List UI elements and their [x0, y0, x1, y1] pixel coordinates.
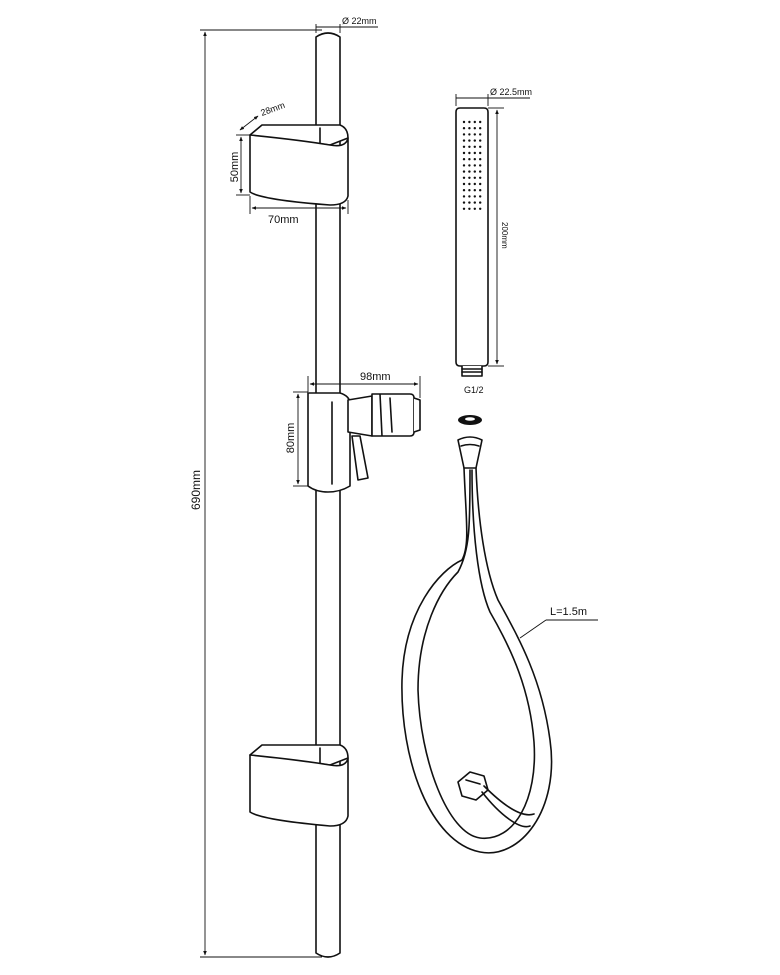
nozzle-dot [473, 201, 476, 204]
top-wall-bracket [249, 124, 349, 206]
shower-hose [401, 436, 553, 854]
nozzle-dot [473, 207, 476, 210]
nozzle-dot [468, 195, 471, 198]
nozzle-dot [462, 176, 466, 179]
nozzle-dot [462, 195, 466, 198]
nozzle-dot [468, 139, 471, 142]
nozzle-dot [468, 145, 471, 148]
bracket-height-label: 50mm [229, 152, 241, 183]
nozzle-dot [468, 151, 471, 155]
nozzle-dot [468, 120, 471, 124]
nozzle-dot [462, 120, 466, 124]
nozzle-dot [462, 201, 466, 204]
nozzle-dot [468, 133, 471, 136]
nozzle-dot [468, 189, 471, 192]
nozzle-dot [473, 151, 476, 155]
holder-dimensions: 98mm 80mm [285, 371, 421, 487]
nozzle-dot [468, 176, 471, 179]
nozzle-dot [479, 182, 482, 186]
bracket-depth-label: 28mm [259, 100, 286, 118]
thread-label: G1/2 [464, 385, 484, 395]
nozzle-dot [462, 207, 466, 210]
hand-shower-diameter-label: Ø 22.5mm [490, 87, 532, 97]
nozzle-dot [479, 176, 482, 179]
nozzle-dot [479, 139, 482, 142]
nozzle-dot [468, 201, 471, 204]
nozzle-dot [473, 189, 476, 192]
nozzle-dot [462, 151, 466, 155]
washer [458, 415, 482, 425]
nozzle-dot [473, 158, 476, 161]
nozzle-dot [468, 158, 471, 161]
slide-rail [315, 32, 341, 958]
nozzle-dot [479, 189, 482, 192]
nozzle-dot [462, 133, 466, 136]
nozzle-dot [479, 158, 482, 161]
rail-height-dimension: 690mm [189, 29, 322, 958]
bracket-width-label: 70mm [268, 214, 299, 226]
nozzle-dot [468, 182, 471, 186]
nozzle-dot [479, 151, 482, 155]
nozzle-dot [473, 182, 476, 186]
holder-width-label: 98mm [360, 371, 391, 383]
nozzle-dot [473, 176, 476, 179]
nozzle-grid [462, 120, 482, 210]
nozzle-dot [462, 182, 466, 186]
nozzle-dot [462, 189, 466, 192]
holder-height-label: 80mm [285, 423, 297, 454]
nozzle-dot [473, 139, 476, 142]
nozzle-dot [462, 127, 466, 130]
nozzle-dot [462, 158, 466, 161]
sliding-holder [307, 392, 421, 493]
nozzle-dot [473, 170, 476, 173]
nozzle-dot [479, 207, 482, 210]
nozzle-dot [468, 170, 471, 173]
nozzle-dot [473, 120, 476, 124]
nozzle-dot [468, 164, 471, 167]
nozzle-dot [462, 145, 466, 148]
nozzle-dot [462, 164, 466, 167]
nozzle-dot [479, 201, 482, 204]
hand-shower-length-label: 200mm [500, 222, 509, 249]
hand-shower-dimensions: Ø 22.5mm 200mm G1/2 [455, 87, 532, 395]
nozzle-dot [479, 164, 482, 167]
nozzle-dot [479, 195, 482, 198]
nozzle-dot [473, 195, 476, 198]
rail-height-label: 690mm [189, 470, 203, 510]
nozzle-dot [462, 170, 466, 173]
rail-diameter-dimension: Ø 22mm [315, 16, 378, 33]
hand-shower [455, 107, 489, 377]
bottom-wall-bracket [249, 744, 349, 827]
nozzle-dot [468, 207, 471, 210]
nozzle-dot [479, 120, 482, 124]
nozzle-dot [473, 127, 476, 130]
hose-length-label: L=1.5m [550, 606, 587, 618]
rail-diameter-label: Ø 22mm [342, 16, 377, 26]
hose-length-dimension: L=1.5m [519, 606, 598, 639]
nozzle-dot [479, 170, 482, 173]
nozzle-dot [473, 145, 476, 148]
nozzle-dot [479, 145, 482, 148]
nozzle-dot [473, 133, 476, 136]
nozzle-dot [473, 164, 476, 167]
nozzle-dot [462, 139, 466, 142]
nozzle-dot [479, 133, 482, 136]
nozzle-dot [468, 127, 471, 130]
nozzle-dot [479, 127, 482, 130]
